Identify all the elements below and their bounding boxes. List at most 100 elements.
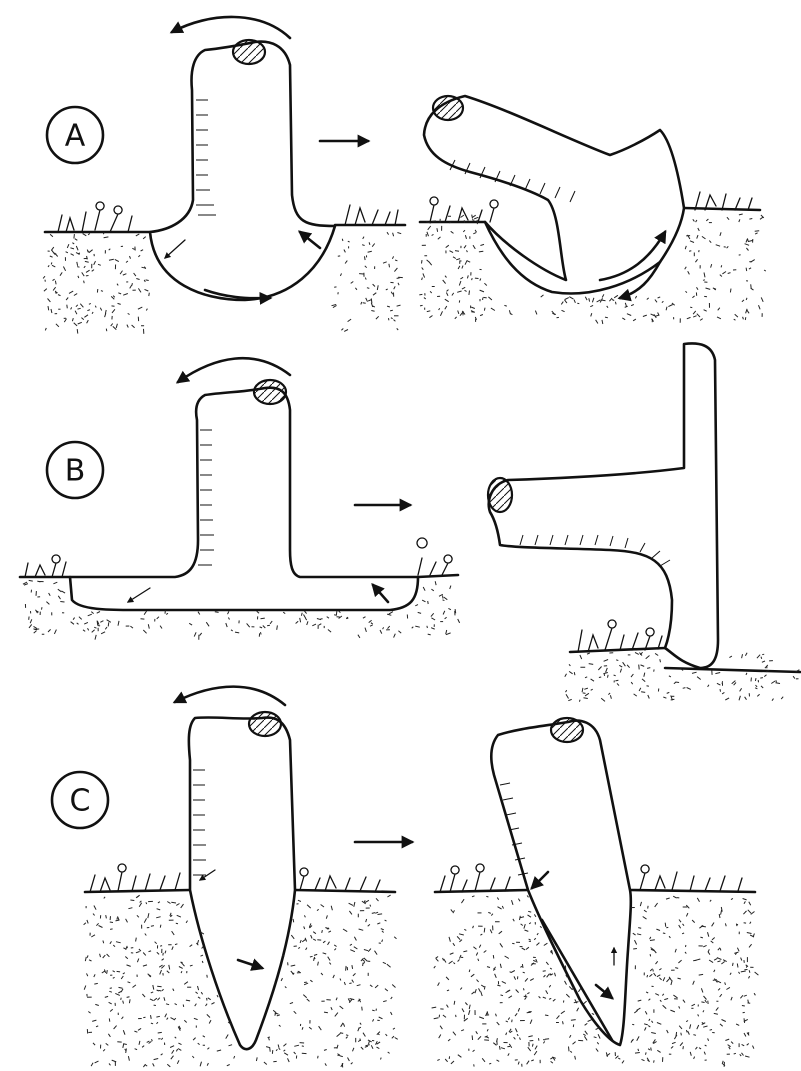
soil-speck [128, 313, 130, 314]
soil-speck [447, 290, 449, 292]
soil-speck [727, 217, 729, 220]
soil-speck [746, 239, 747, 242]
soil-speck [550, 968, 552, 969]
soil-speck [501, 995, 504, 996]
soil-speck [127, 325, 128, 328]
soil-speck [430, 291, 432, 293]
soil-speck [346, 1037, 348, 1039]
soil-speck [457, 291, 461, 292]
soil-speck [719, 914, 720, 918]
soil-speck [85, 957, 86, 961]
soil-speck [685, 952, 686, 954]
soil-speck [134, 1031, 137, 1032]
soil-speck [764, 675, 766, 677]
soil-speck [231, 630, 233, 631]
soil-speck [387, 614, 391, 615]
soil-speck [412, 627, 414, 629]
soil-speck [105, 313, 106, 317]
soil-speck [423, 587, 425, 591]
soil-speck [571, 1020, 576, 1021]
soil-speck [469, 1010, 470, 1015]
soil-speck [58, 295, 61, 296]
soil-speck [370, 905, 371, 907]
trunk [489, 343, 718, 668]
soil-speck [373, 293, 376, 296]
soil-speck [514, 1037, 516, 1039]
soil-speck [113, 977, 115, 978]
soil-speck [473, 245, 475, 249]
soil-speck [718, 948, 720, 951]
soil-speck [294, 1011, 297, 1014]
soil-speck [127, 997, 130, 998]
soil-speck [78, 322, 82, 324]
soil-speck [601, 300, 605, 301]
soil-speck [533, 960, 536, 961]
soil-speck [749, 970, 750, 973]
ground-line-right [665, 668, 800, 672]
soil-speck [144, 918, 146, 922]
soil-speck [117, 284, 118, 286]
soil-speck [145, 289, 149, 291]
soil-speck [746, 309, 748, 314]
soil-speck [88, 614, 92, 616]
soil-speck [716, 1007, 719, 1010]
soil-speck [303, 995, 306, 998]
panel-c-label-text: C [70, 784, 91, 819]
soil-speck [437, 1059, 439, 1060]
soil-speck [388, 626, 390, 629]
soil-speck [385, 920, 387, 921]
soil-speck [490, 930, 492, 934]
soil-speck [527, 993, 529, 994]
soil-speck [279, 1025, 281, 1026]
soil-speck [665, 923, 666, 927]
soil-speck [698, 1014, 699, 1016]
soil-speck [479, 1017, 484, 1019]
soil-speck [91, 612, 93, 614]
soil-speck [631, 674, 633, 677]
soil-speck [113, 326, 117, 329]
soil-speck [627, 665, 630, 668]
soil-speck [100, 954, 101, 957]
soil-speck [714, 958, 717, 960]
soil-speck [432, 221, 435, 222]
soil-speck [183, 1005, 184, 1007]
soil-speck [270, 1048, 271, 1052]
soil-speck [247, 623, 250, 627]
soil-speck [745, 697, 747, 700]
soil-speck [500, 964, 501, 968]
soil-speck [527, 896, 528, 898]
soil-speck [476, 953, 477, 956]
soil-speck [228, 611, 229, 614]
soil-speck [622, 318, 625, 320]
soil-speck [109, 259, 114, 260]
soil-speck [546, 990, 548, 994]
soil-speck [739, 972, 740, 974]
soil-speck [562, 310, 565, 311]
soil-speck [304, 926, 305, 929]
soil-speck [117, 971, 121, 972]
soil-speck [739, 219, 740, 222]
soil-speck [472, 992, 475, 994]
soil-speck [655, 653, 658, 655]
soil-speck [744, 995, 747, 996]
cut-stem-hatch [254, 380, 286, 404]
soil-speck [379, 1017, 383, 1019]
soil-speck [708, 685, 709, 687]
soil-speck [146, 309, 147, 311]
soil-speck [692, 920, 695, 923]
soil-speck [398, 631, 401, 633]
soil-speck [151, 1023, 153, 1024]
soil-speck [667, 1030, 669, 1033]
soil-speck [434, 1018, 439, 1019]
soil-speck [761, 657, 762, 659]
soil-speck [733, 963, 734, 966]
soil-speck [325, 1063, 326, 1065]
soil-speck [378, 914, 383, 915]
soil-speck [170, 913, 171, 916]
panel-c: C [52, 687, 755, 1050]
panel-c-before [85, 687, 395, 1050]
soil-speck [285, 987, 287, 988]
soil-speck [387, 964, 391, 967]
soil-speck [363, 1033, 365, 1037]
